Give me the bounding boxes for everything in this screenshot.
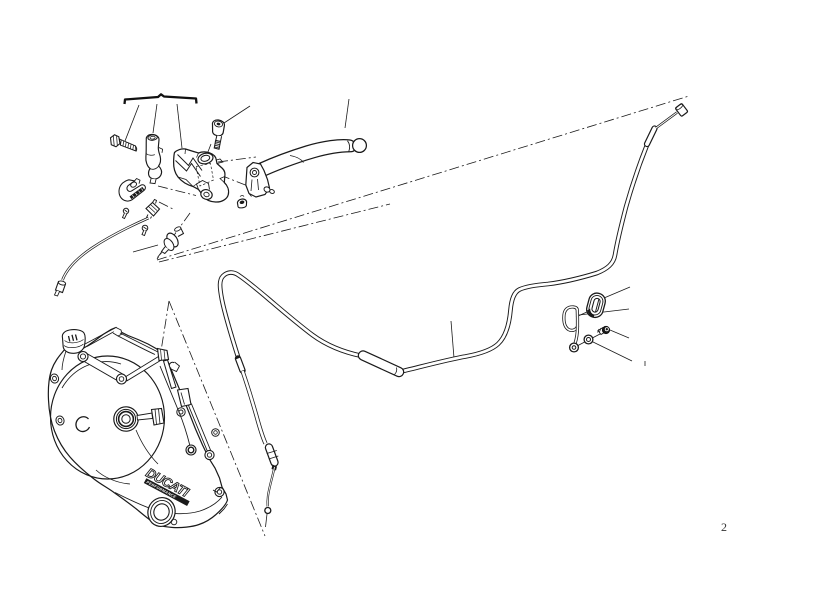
svg-text:2: 2: [721, 520, 727, 534]
